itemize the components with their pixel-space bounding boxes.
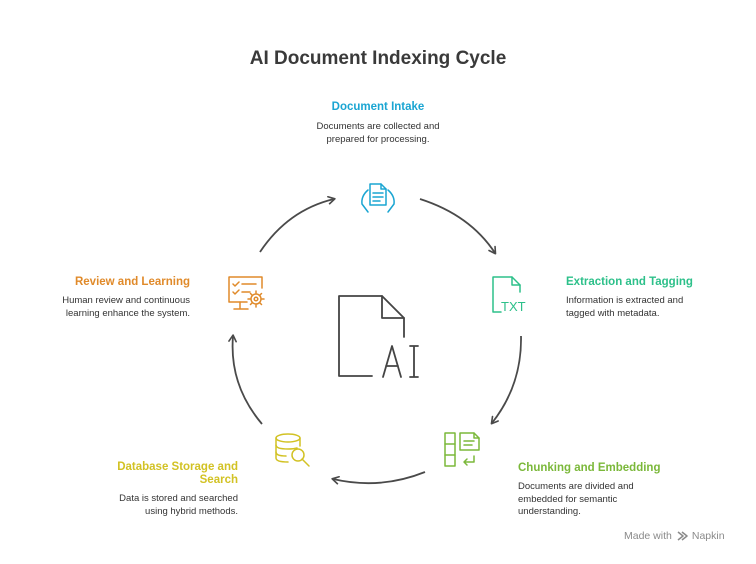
arrow-intake-to-extraction — [419, 198, 497, 255]
napkin-logo-icon — [677, 531, 688, 541]
diagram-title: AI Document Indexing Cycle — [249, 48, 507, 69]
txt-file-icon — [492, 276, 521, 313]
stage-title-database: Database Storage and Search — [117, 461, 238, 486]
stage-title-review: Review and Learning — [74, 276, 190, 288]
stage-title-extraction: Extraction and Tagging — [566, 276, 693, 288]
stage-desc-extraction: Information is extracted and tagged with… — [566, 295, 684, 319]
stage-desc-chunking: Documents are divided and embedded for s… — [518, 481, 634, 517]
stage-desc-database: Data is stored and searched using hybrid… — [119, 493, 238, 517]
txt-label: TXT — [501, 299, 526, 314]
stage-title-chunking: Chunking and Embedding — [518, 462, 661, 474]
stage-desc-review: Human review and continuous learning enh… — [62, 295, 190, 319]
ai-document-icon — [338, 295, 419, 378]
arrow-review-to-intake — [259, 195, 336, 253]
document-hand-icon — [361, 183, 395, 213]
arrow-chunking-to-database — [331, 471, 426, 485]
stage-title-intake: Document Intake — [331, 101, 425, 113]
stage-desc-intake: Documents are collected and prepared for… — [316, 121, 440, 145]
chunks-icon — [444, 432, 480, 467]
napkin-brand-text: Napkin — [691, 530, 725, 542]
made-with-text: Made with — [624, 530, 672, 542]
arrow-extraction-to-chunking — [490, 335, 522, 425]
arrow-database-to-review — [228, 334, 263, 425]
monitor-gear-icon — [228, 276, 265, 310]
made-with-napkin-badge[interactable]: Made with Napkin — [624, 530, 725, 542]
database-search-icon — [275, 433, 310, 467]
